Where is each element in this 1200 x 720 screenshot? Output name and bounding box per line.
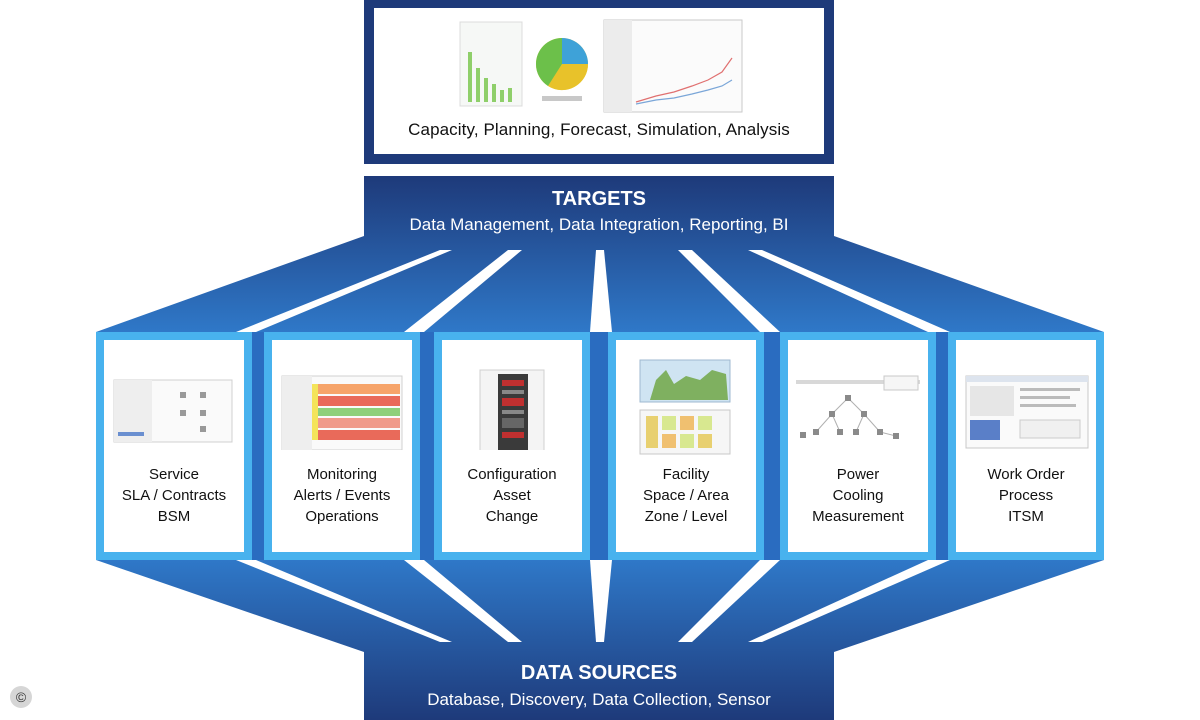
analysis-thumbnails	[459, 19, 743, 113]
card-configuration-line-2: Asset	[493, 487, 531, 504]
card-configuration-text: Configuration Asset Change	[442, 464, 582, 527]
card-power-text: Power Cooling Measurement	[788, 464, 928, 527]
card-configuration-inner: Configuration Asset Change	[442, 340, 582, 552]
separator-upper-1	[236, 250, 452, 332]
separator-upper-2	[404, 250, 522, 332]
separator-upper-4	[678, 250, 780, 332]
targets-title: TARGETS	[551, 188, 647, 210]
card-monitoring-line-1: Monitoring	[306, 466, 378, 483]
card-facility-inner: Facility Space / Area Zone / Level	[616, 340, 756, 552]
analysis-panel-inner: Capacity, Planning, Forecast, Simulation…	[374, 8, 824, 154]
card-monitoring-line-3: Operations	[305, 508, 379, 525]
bar-chart-thumbnail	[459, 21, 523, 107]
service-screenshot-thumbnail	[113, 379, 233, 443]
separator-lower-1	[236, 560, 452, 642]
separator-upper-5	[748, 250, 950, 332]
card-power: Power Cooling Measurement	[780, 332, 936, 560]
data-sources-subtitle: Database, Discovery, Data Collection, Se…	[427, 690, 771, 709]
card-monitoring-inner: Monitoring Alerts / Events Operations	[272, 340, 412, 552]
copyright-icon: ©	[10, 686, 32, 708]
card-monitoring-line-2: Alerts / Events	[293, 487, 391, 504]
targets-subtitle: Data Management, Data Integration, Repor…	[409, 215, 789, 234]
card-power-line-2: Cooling	[832, 487, 884, 504]
facility-map-thumbnail	[639, 359, 731, 455]
card-configuration-line-1: Configuration	[467, 466, 557, 483]
work-order-screenshot-thumbnail	[965, 375, 1089, 449]
card-facility-line-3: Zone / Level	[644, 508, 728, 525]
analysis-caption: Capacity, Planning, Forecast, Simulation…	[408, 120, 790, 139]
card-monitoring-text: Monitoring Alerts / Events Operations	[272, 464, 412, 527]
card-work-order-text: Work Order Process ITSM	[956, 464, 1096, 527]
card-service-text: Service SLA / Contracts BSM	[104, 464, 244, 527]
card-work-order-line-2: Process	[998, 487, 1054, 504]
card-work-order-line-1: Work Order	[987, 466, 1065, 483]
separator-lower-4	[678, 560, 780, 642]
card-power-line-1: Power	[836, 466, 880, 483]
data-sources-title: DATA SOURCES	[520, 662, 678, 684]
card-configuration-line-3: Change	[485, 508, 539, 525]
monitoring-screenshot-thumbnail	[281, 375, 403, 450]
card-service-line-2: SLA / Contracts	[121, 487, 227, 504]
separator-lower-3	[590, 560, 612, 642]
card-monitoring: Monitoring Alerts / Events Operations	[264, 332, 420, 560]
top-gap	[364, 164, 834, 176]
configuration-rack-thumbnail	[479, 369, 545, 450]
card-work-order-inner: Work Order Process ITSM	[956, 340, 1096, 552]
card-work-order: Work Order Process ITSM	[948, 332, 1104, 560]
card-configuration: Configuration Asset Change	[434, 332, 590, 560]
card-facility: Facility Space / Area Zone / Level	[608, 332, 764, 560]
card-facility-text: Facility Space / Area Zone / Level	[616, 464, 756, 527]
analysis-panel: Capacity, Planning, Forecast, Simulation…	[364, 0, 834, 164]
card-facility-line-2: Space / Area	[643, 487, 729, 504]
card-service-inner: Service SLA / Contracts BSM	[104, 340, 244, 552]
card-service: Service SLA / Contracts BSM	[96, 332, 252, 560]
card-power-inner: Power Cooling Measurement	[788, 340, 928, 552]
card-facility-line-1: Facility	[662, 466, 710, 483]
separator-upper-3	[590, 250, 612, 332]
separator-lower-5	[748, 560, 950, 642]
separator-lower-2	[404, 560, 522, 642]
card-service-line-3: BSM	[157, 508, 191, 525]
power-tree-thumbnail	[796, 375, 920, 439]
card-power-line-3: Measurement	[812, 508, 904, 525]
card-work-order-line-3: ITSM	[1008, 508, 1044, 525]
pie-chart-thumbnail	[535, 38, 589, 101]
card-service-line-1: Service	[148, 466, 200, 483]
line-chart-thumbnail	[603, 19, 743, 113]
